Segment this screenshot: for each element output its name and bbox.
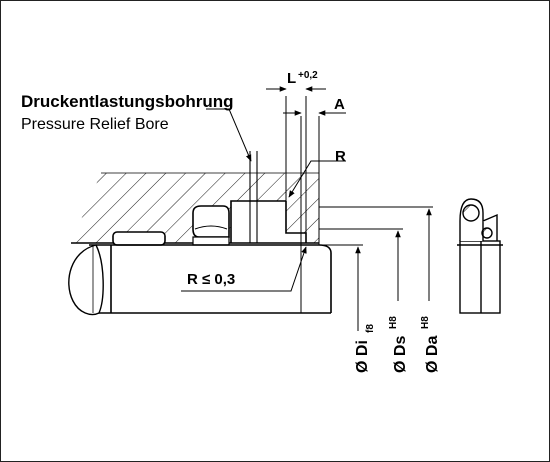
dim-l-label: L [287, 70, 296, 87]
radius-note: R ≤ 0,3 [187, 271, 235, 288]
bore-title-de: Druckentlastungsbohrung [21, 92, 234, 111]
break-line [68, 244, 104, 316]
piston-rod [89, 244, 332, 314]
dia-di-symbol: Ø Di [354, 340, 371, 373]
dia-ds-label: Ø Ds H8 [388, 316, 409, 373]
dimension-lines [181, 86, 346, 292]
dia-ds-symbol: Ø Ds [392, 336, 409, 373]
dia-da-label: Ø Da H8 [420, 316, 441, 373]
dia-di-label: Ø Di f8 [354, 324, 376, 373]
diameter-dimensions [319, 206, 433, 331]
dia-da-symbol: Ø Da [424, 336, 441, 373]
dim-a-label: A [334, 96, 345, 113]
dim-r-label: R [335, 148, 346, 165]
relief-bore [249, 151, 258, 243]
dia-di-tolerance: f8 [365, 324, 376, 333]
dim-l-tolerance: +0,2 [298, 70, 318, 81]
seal-side-view [457, 198, 503, 314]
bore-title-en: Pressure Relief Bore [21, 116, 169, 133]
dia-da-tolerance: H8 [420, 316, 431, 329]
dia-ds-tolerance: H8 [388, 316, 399, 329]
